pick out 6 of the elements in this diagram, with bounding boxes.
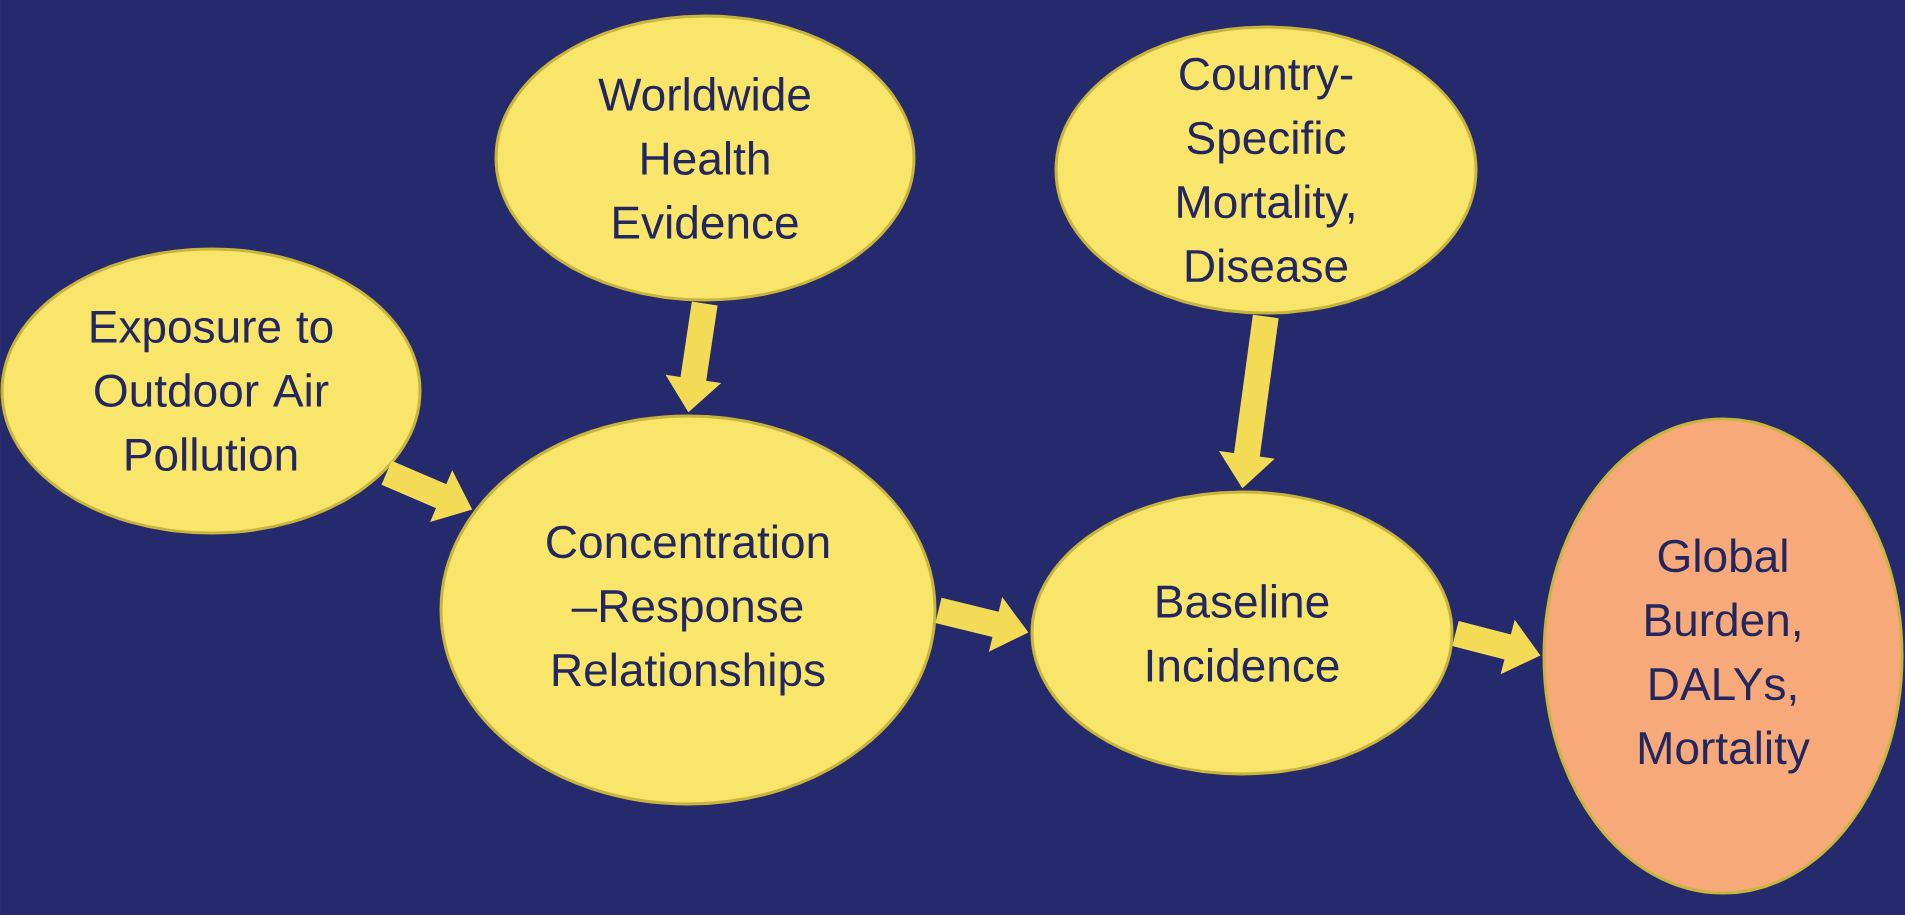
ellipse-node: Country- Specific Mortality, Disease (1054, 25, 1478, 315)
ellipse-node: Concentration –Response Relationships (439, 414, 937, 806)
ellipse-node: Baseline Incidence (1030, 490, 1454, 776)
ellipse-node: Exposure to Outdoor Air Pollution (0, 247, 422, 535)
ellipse-node: Worldwide Health Evidence (494, 14, 916, 302)
ellipse-node: Global Burden, DALYs, Mortality (1542, 417, 1904, 895)
